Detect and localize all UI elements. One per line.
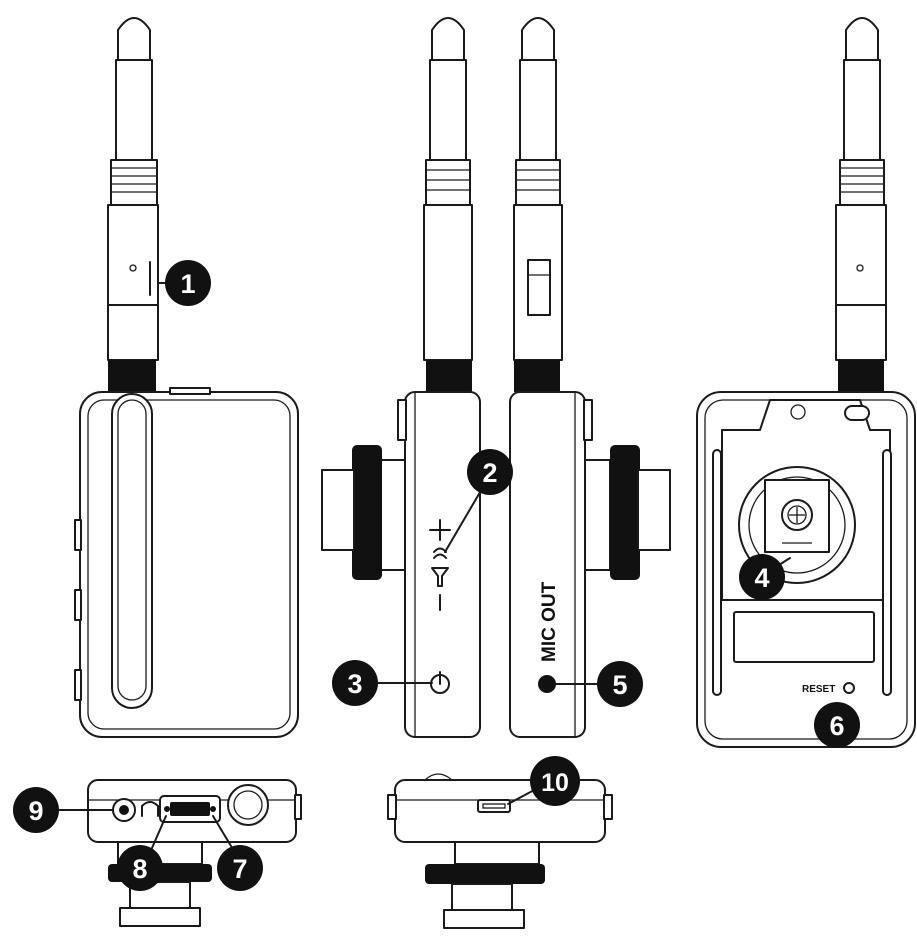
callout-6-label: 6 bbox=[829, 711, 844, 741]
back-view: RESET bbox=[696, 17, 916, 748]
right-antenna bbox=[513, 17, 563, 392]
volume-controls bbox=[429, 519, 451, 611]
reset-label: RESET bbox=[802, 684, 835, 695]
right-side-view: MIC OUT bbox=[509, 17, 671, 738]
callout-1: 1 bbox=[165, 260, 211, 306]
front-view bbox=[74, 17, 299, 738]
back-antenna bbox=[835, 17, 887, 392]
callout-10: 10 bbox=[530, 756, 580, 806]
bottom-view-left bbox=[87, 779, 302, 927]
back-label-plate bbox=[733, 611, 875, 663]
callout-8-label: 8 bbox=[132, 854, 147, 884]
callout-9-label: 9 bbox=[28, 796, 43, 826]
front-antenna bbox=[107, 17, 159, 392]
callout-3-label: 3 bbox=[347, 669, 362, 699]
callout-10-label: 10 bbox=[541, 769, 569, 797]
left-shoe-mount bbox=[379, 459, 406, 571]
callout-2: 2 bbox=[467, 449, 513, 495]
bottom-view-right bbox=[387, 773, 613, 929]
callout-2-label: 2 bbox=[482, 458, 497, 488]
callout-3: 3 bbox=[332, 660, 378, 706]
right-shoe-mount bbox=[584, 459, 611, 571]
callout-6: 6 bbox=[814, 702, 860, 748]
callout-7-label: 7 bbox=[232, 854, 247, 884]
reset-button bbox=[843, 682, 855, 694]
mic-out-jack bbox=[538, 675, 556, 693]
usb-port bbox=[477, 799, 511, 813]
callout-7: 7 bbox=[217, 845, 263, 891]
front-slot bbox=[111, 393, 153, 709]
callout-5: 5 bbox=[597, 661, 643, 707]
callout-4: 4 bbox=[739, 554, 785, 600]
callout-8: 8 bbox=[117, 845, 163, 891]
mic-out-label: MIC OUT bbox=[539, 581, 560, 662]
callout-4-label: 4 bbox=[754, 563, 769, 593]
callout-9: 9 bbox=[13, 787, 59, 833]
callout-1-label: 1 bbox=[180, 269, 195, 299]
left-side-view bbox=[321, 17, 481, 738]
left-body bbox=[404, 391, 481, 738]
left-antenna bbox=[423, 17, 473, 392]
callout-5-label: 5 bbox=[612, 670, 627, 700]
